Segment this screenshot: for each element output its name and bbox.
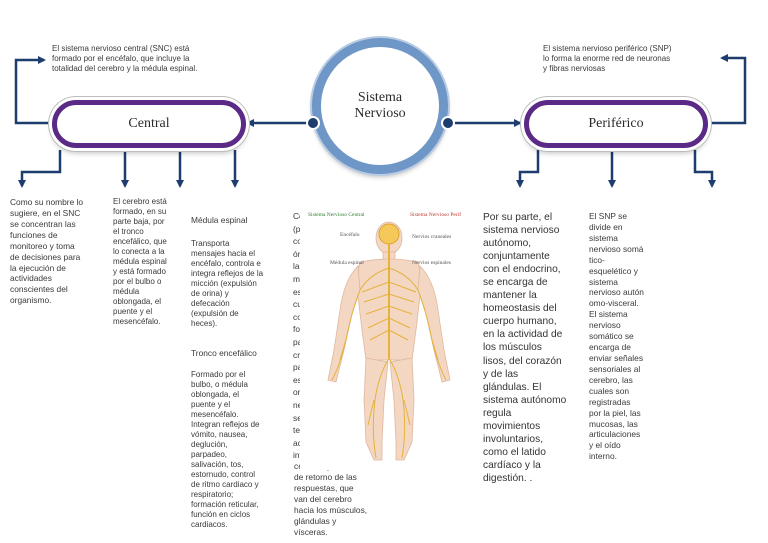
middle-clipped-letters: Co (p co ór la mu es cu co fo pa cr pa e…	[293, 211, 305, 460]
label-nervios-craneales: Nervios craneales	[412, 234, 452, 240]
arrow-central-definition	[14, 56, 50, 125]
center-right-dot	[441, 116, 455, 130]
label-snp: Sistema Nervioso Perif	[410, 212, 462, 218]
middle-clipped-text: cerebro, y una vía de retorno de las res…	[294, 461, 368, 537]
periferico-definition: El sistema nervioso periférico (SNP) lo …	[543, 44, 672, 73]
periferico-col1-text: Por su parte, el sistema nervioso autóno…	[483, 212, 567, 484]
arrow-periferico-definition	[710, 54, 747, 125]
label-nervios-espinales: Nervios espinales	[412, 260, 451, 266]
center-title: Sistema Nervioso	[320, 46, 440, 166]
periferico-node: Periférico	[524, 100, 708, 148]
tronco-title: Tronco encefálico	[191, 348, 257, 358]
medula-text: Transporta mensajes hacia el encéfalo, c…	[191, 239, 264, 328]
central-node: Central	[52, 100, 246, 148]
label-medula: Médula espinal	[330, 260, 364, 266]
tronco-text: Formado por el bulbo, o médula oblongada…	[191, 370, 260, 529]
medula-title: Médula espinal	[191, 215, 248, 225]
center-left-dot	[306, 116, 320, 130]
arrow-periferico-col1	[516, 150, 540, 188]
central-definition: El sistema nervioso central (SNC) está f…	[52, 44, 198, 73]
periferico-col2-text: El SNP se divide en sistema nervioso som…	[589, 211, 644, 462]
nervous-system-illustration: Sistema Nervioso Central Sistema Nervios…	[300, 210, 478, 470]
label-snc: Sistema Nervioso Central	[308, 212, 365, 218]
human-body-icon	[327, 221, 451, 461]
middle-clipped-column: Co (p co ór la mu es cu co fo pa cr pa e…	[293, 210, 305, 460]
arrow-periferico-col3	[693, 150, 716, 188]
periferico-label: Periférico	[588, 116, 644, 131]
central-col1-text: Como su nombre lo sugiere, en el SNC se …	[10, 197, 84, 306]
central-label: Central	[128, 116, 170, 131]
arrow-central-col1	[18, 150, 62, 188]
central-col2-text: El cerebro está formado, en su parte baj…	[113, 197, 167, 326]
label-encefalo: Encéfalo	[340, 232, 360, 238]
